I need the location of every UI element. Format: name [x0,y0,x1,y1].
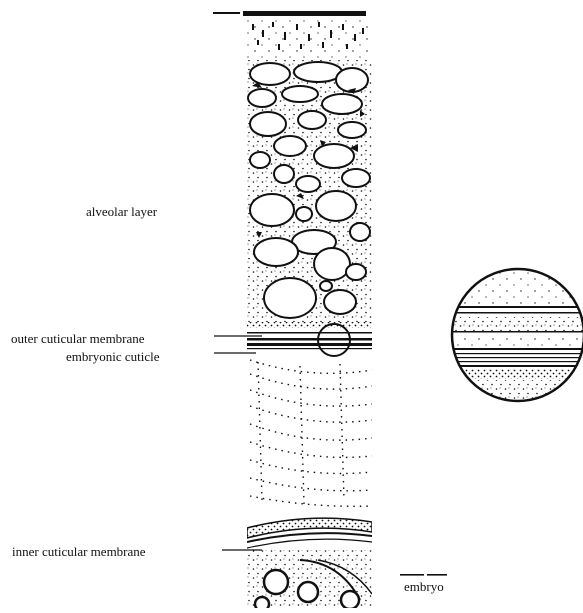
label-embryo: embryo [404,580,444,593]
cuticle-bands [247,322,372,349]
column-top-surface [213,11,366,16]
label-inner-cuticular-membrane: inner cuticular membrane [12,545,146,558]
lower-fibrous-zone [250,360,372,506]
magnified-detail-circle [450,268,583,404]
embryo-pointer [400,574,447,576]
label-outer-cuticular-membrane: outer cuticular membrane [11,332,145,345]
alveolar-layer-region [247,60,372,322]
label-embryonic-cuticle: embryonic cuticle [66,350,160,363]
embryo-region [247,550,372,608]
leader-lines [214,336,262,550]
upper-striated-zone [247,18,372,62]
inner-membrane-bands [247,518,372,548]
label-alveolar-layer: alveolar layer [86,205,157,218]
